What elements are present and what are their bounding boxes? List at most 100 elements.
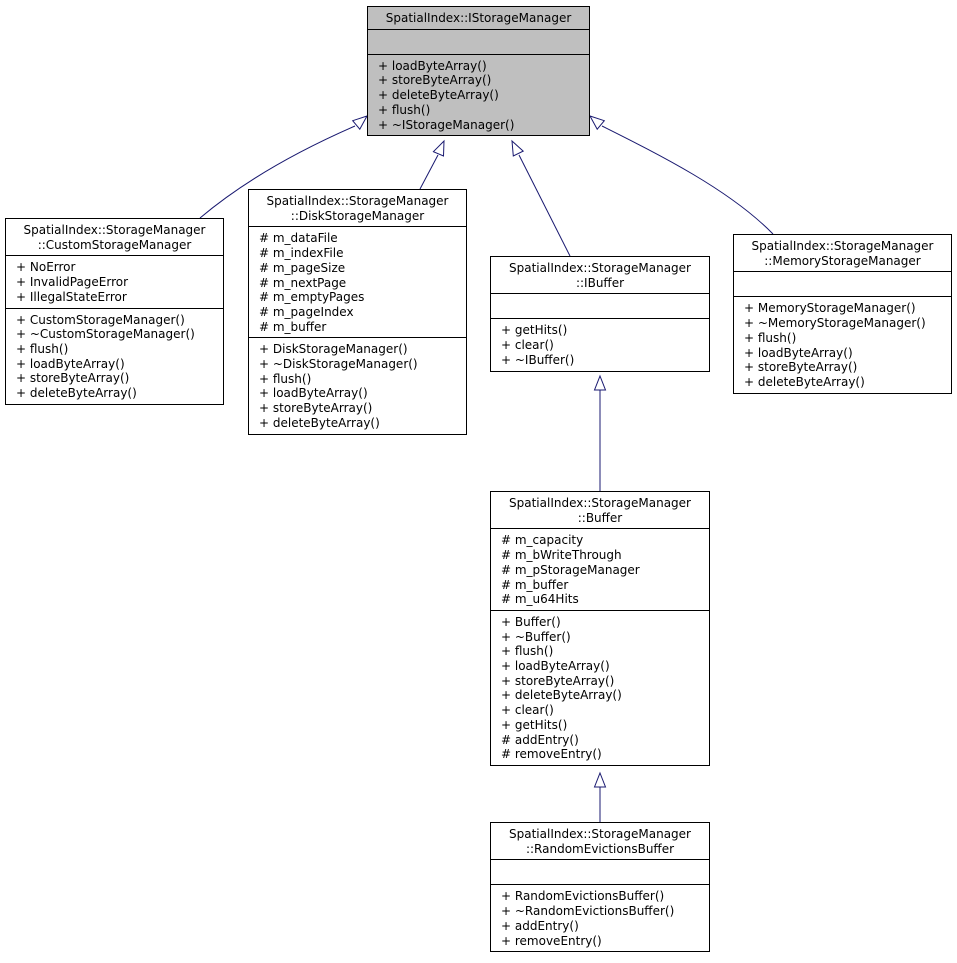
class-name: SpatialIndex::IStorageManager (368, 7, 589, 29)
methods-section: + getHits()+ clear()+ ~IBuffer() (491, 318, 709, 370)
class-name: SpatialIndex::StorageManager::Buffer (491, 492, 709, 528)
attribute: + NoError (16, 260, 76, 275)
method: + flush() (501, 644, 554, 659)
inheritance-edge-diskstoragemanager (419, 154, 439, 190)
attribute: # m_dataFile (259, 231, 338, 246)
attributes-section: + NoError+ InvalidPageError+ IllegalStat… (6, 255, 223, 307)
method: + deleteByteArray() (501, 688, 622, 703)
class-name-line: ::MemoryStorageManager (764, 253, 921, 268)
attribute: # m_emptyPages (259, 290, 365, 305)
class-diskstoragemanager[interactable]: SpatialIndex::StorageManager::DiskStorag… (248, 189, 467, 435)
method: + deleteByteArray() (16, 386, 137, 401)
class-name-line: SpatialIndex::StorageManager (751, 239, 934, 253)
class-name-line: ::IBuffer (575, 275, 625, 290)
attribute: # m_nextPage (259, 275, 347, 290)
method: + ~MemoryStorageManager() (744, 316, 926, 331)
class-randomevictionsbuffer[interactable]: SpatialIndex::StorageManager::RandomEvic… (490, 822, 710, 953)
class-ibuffer[interactable]: SpatialIndex::StorageManager::IBuffer+ g… (490, 256, 710, 372)
inheritance-arrowhead (593, 771, 607, 788)
attribute: # m_pStorageManager (501, 562, 640, 577)
class-name: SpatialIndex::StorageManager::DiskStorag… (249, 190, 466, 226)
methods-section: + Buffer()+ ~Buffer()+ flush()+ loadByte… (491, 609, 709, 765)
method: + storeByteArray() (501, 673, 615, 688)
attributes-section: # m_dataFile# m_indexFile# m_pageSize# m… (249, 226, 466, 337)
method: + clear() (501, 338, 554, 353)
method: + ~Buffer() (501, 629, 571, 644)
inheritance-arrowhead (593, 374, 607, 391)
method: + ~IBuffer() (501, 352, 575, 367)
attributes-section (491, 859, 709, 884)
class-istoragemanager[interactable]: SpatialIndex::IStorageManager+ loadByteA… (367, 6, 590, 137)
class-name: SpatialIndex::StorageManager::IBuffer (491, 257, 709, 293)
class-buffer[interactable]: SpatialIndex::StorageManager::Buffer# m_… (490, 491, 710, 766)
attribute: # m_bWriteThrough (501, 548, 622, 563)
method: # removeEntry() (501, 747, 602, 762)
class-name: SpatialIndex::StorageManager::RandomEvic… (491, 823, 709, 859)
attribute: # m_buffer (501, 577, 569, 592)
method: + removeEntry() (501, 933, 602, 948)
class-name-line: ::RandomEvictionsBuffer (525, 841, 675, 856)
attribute: # m_buffer (259, 319, 327, 334)
method: + loadByteArray() (744, 345, 853, 360)
method: + ~IStorageManager() (378, 117, 515, 132)
method: + flush() (259, 371, 312, 386)
attributes-section (491, 293, 709, 318)
inheritance-arrowhead (351, 115, 369, 131)
method: + deleteByteArray() (259, 415, 380, 430)
attribute: # m_pageIndex (259, 304, 354, 319)
methods-section: + CustomStorageManager()+ ~CustomStorage… (6, 307, 223, 404)
method: # addEntry() (501, 732, 579, 747)
method: + addEntry() (501, 918, 579, 933)
method: + loadByteArray() (378, 58, 487, 73)
class-customstoragemanager[interactable]: SpatialIndex::StorageManager::CustomStor… (5, 218, 224, 405)
inheritance-arrowhead (588, 115, 606, 131)
methods-section: + DiskStorageManager()+ ~DiskStorageMana… (249, 337, 466, 433)
method: + loadByteArray() (501, 659, 610, 674)
class-name-line: SpatialIndex::StorageManager (23, 223, 206, 237)
class-name-line: SpatialIndex::IStorageManager (385, 11, 572, 25)
method: + storeByteArray() (16, 371, 130, 386)
method: + getHits() (501, 717, 568, 732)
inheritance-arrowhead (432, 139, 445, 157)
inheritance-edge-memorystoragemanager (601, 125, 774, 235)
class-name: SpatialIndex::StorageManager::CustomStor… (6, 219, 223, 255)
method: + deleteByteArray() (378, 88, 499, 103)
method: + storeByteArray() (378, 73, 492, 88)
inheritance-edge-customstoragemanager (199, 125, 356, 219)
method: + clear() (501, 703, 554, 718)
method: + ~CustomStorageManager() (16, 327, 195, 342)
method: + ~RandomEvictionsBuffer() (501, 904, 675, 919)
class-memorystoragemanager[interactable]: SpatialIndex::StorageManager::MemoryStor… (733, 234, 952, 394)
method: + CustomStorageManager() (16, 312, 185, 327)
attribute: # m_pageSize (259, 260, 346, 275)
class-name-line: SpatialIndex::StorageManager (509, 261, 691, 275)
class-name-line: ::CustomStorageManager (37, 237, 192, 252)
method: + flush() (378, 102, 431, 117)
method: + loadByteArray() (259, 386, 368, 401)
attribute: + IllegalStateError (16, 289, 127, 304)
inheritance-arrowhead (511, 139, 525, 157)
class-name-line: ::Buffer (577, 510, 623, 525)
attribute: # m_capacity (501, 533, 584, 548)
method: + Buffer() (501, 614, 561, 629)
method: + getHits() (501, 323, 568, 338)
attributes-section: # m_capacity# m_bWriteThrough# m_pStorag… (491, 528, 709, 610)
methods-section: + RandomEvictionsBuffer()+ ~RandomEvicti… (491, 884, 709, 951)
attribute: # m_indexFile (259, 246, 344, 261)
class-name-line: ::DiskStorageManager (290, 208, 425, 223)
attributes-section (734, 271, 951, 296)
method: + deleteByteArray() (744, 374, 865, 389)
method: + flush() (744, 330, 797, 345)
method: + flush() (16, 341, 69, 356)
class-name-line: SpatialIndex::StorageManager (266, 194, 449, 208)
method: + loadByteArray() (16, 356, 125, 371)
method: + RandomEvictionsBuffer() (501, 889, 665, 904)
attribute: # m_u64Hits (501, 592, 579, 607)
attribute: + InvalidPageError (16, 275, 129, 290)
methods-section: + loadByteArray()+ storeByteArray()+ del… (368, 53, 589, 136)
method: + ~DiskStorageManager() (259, 357, 418, 372)
inheritance-edge-ibuffer (518, 154, 571, 257)
class-name-line: SpatialIndex::StorageManager (509, 496, 691, 510)
